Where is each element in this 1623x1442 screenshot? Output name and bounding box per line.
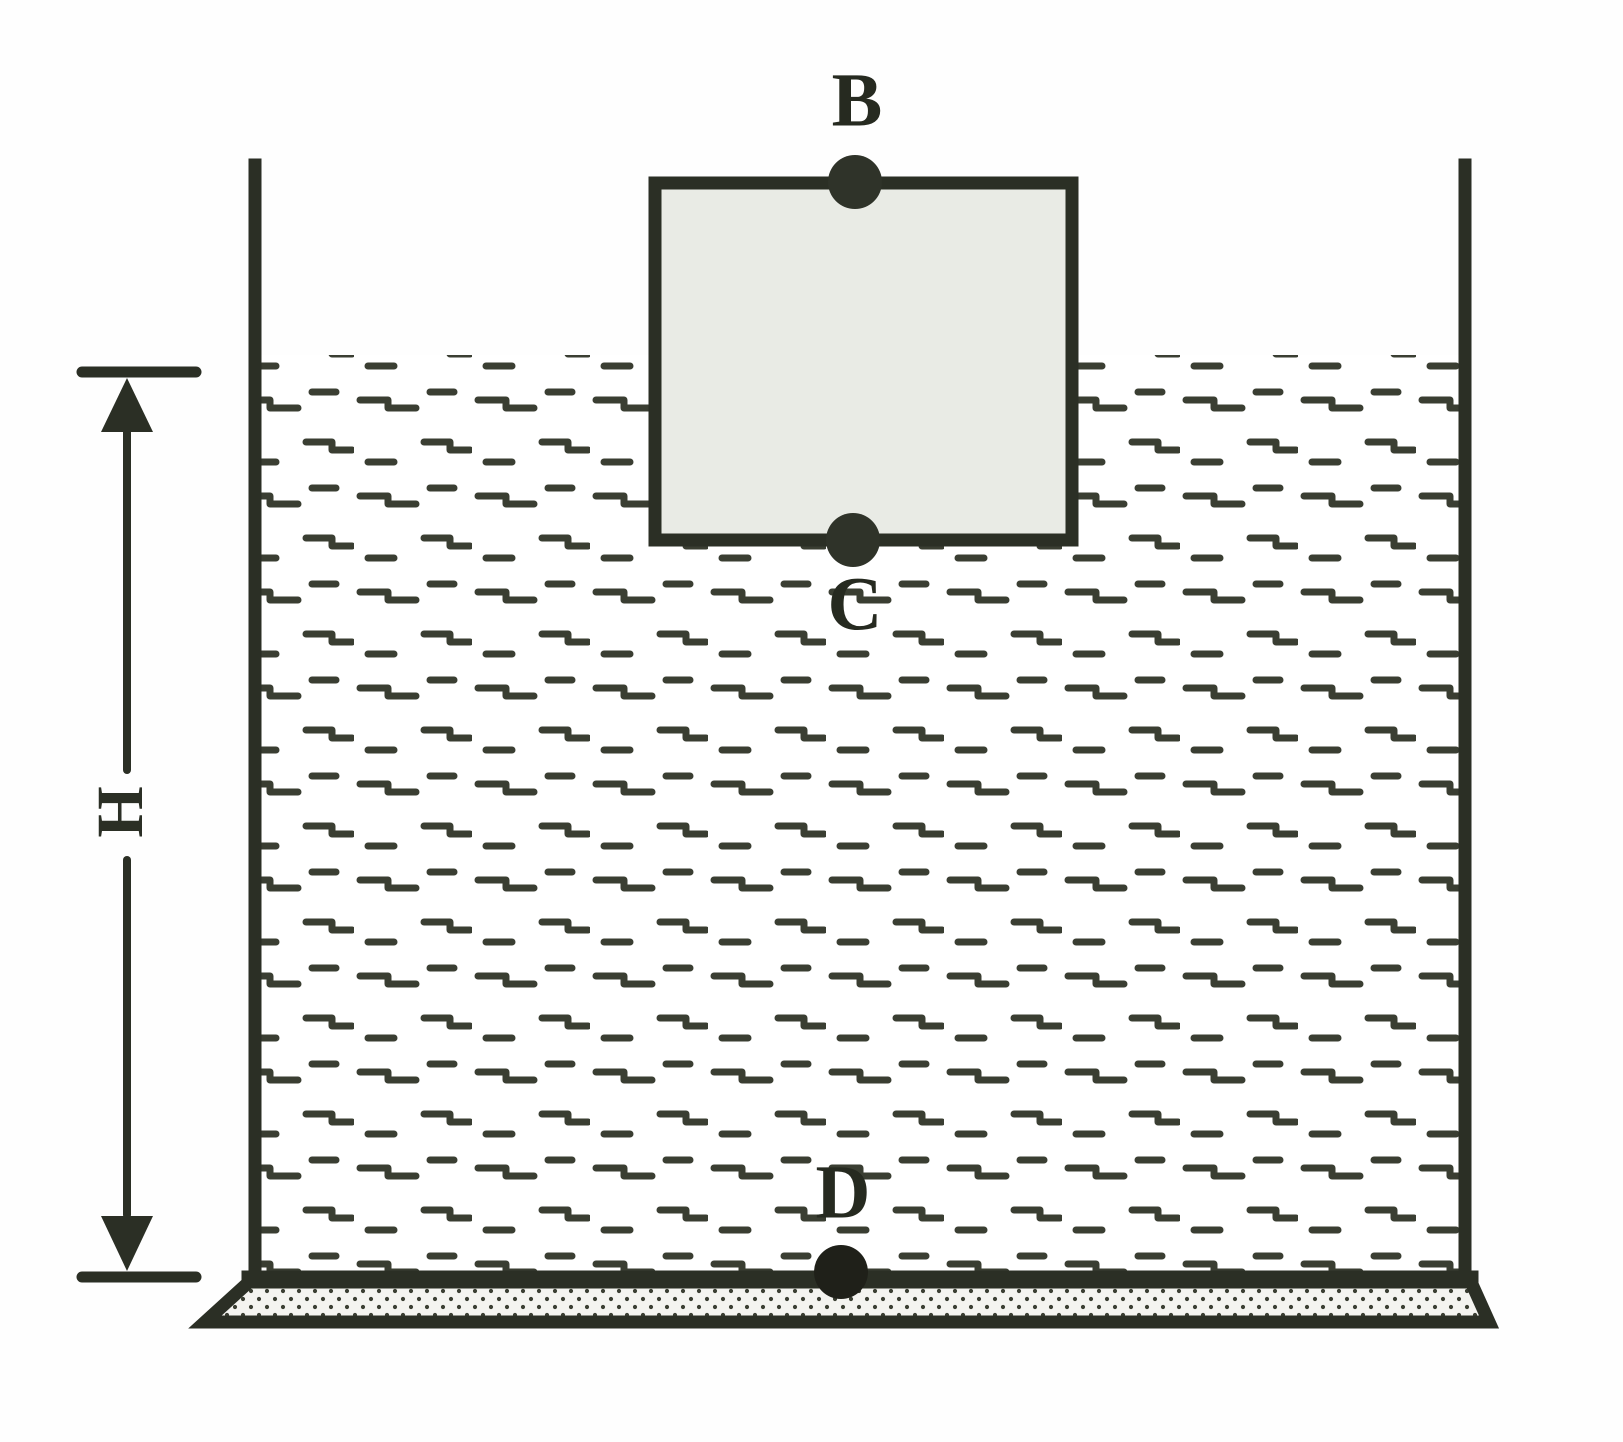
point-c-dot	[826, 513, 880, 567]
height-label-group: H	[84, 786, 157, 837]
point-d-label: D	[816, 1150, 871, 1234]
point-labels: B C D	[816, 58, 883, 1234]
height-dimension	[76, 366, 202, 1283]
point-b-dot	[828, 155, 882, 209]
dim-arrow-up	[101, 378, 153, 432]
height-label: H	[84, 786, 157, 837]
point-markers	[814, 155, 882, 1299]
point-d-dot	[814, 1245, 868, 1299]
point-b-label: B	[832, 58, 883, 142]
floating-block	[648, 176, 1079, 547]
ground-slab	[188, 1275, 1500, 1329]
dim-arrow-down	[101, 1216, 153, 1271]
point-c-label: C	[828, 562, 883, 646]
